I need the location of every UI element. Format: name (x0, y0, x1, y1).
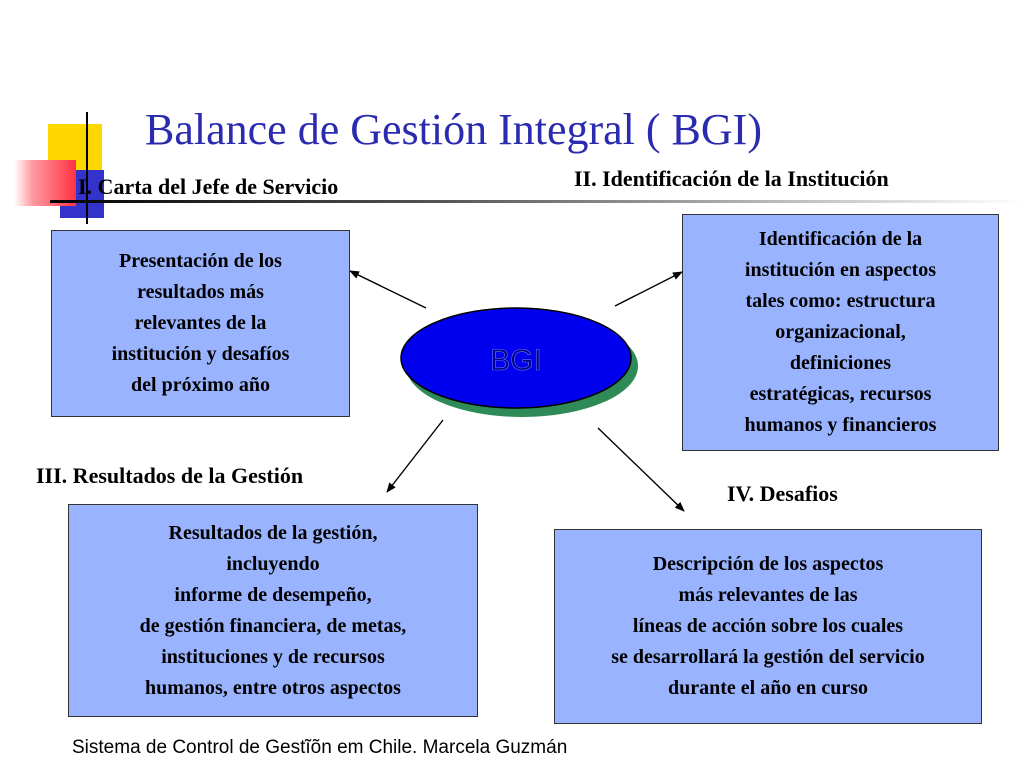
section-heading-4: IV. Desafios (727, 481, 838, 506)
arrow-to-resultados (386, 419, 444, 493)
box-resultados-text: Resultados de la gestión, incluyendo inf… (139, 521, 407, 699)
arrow-to-identificacion (614, 271, 683, 307)
box-desafios: Descripción de los aspectos más relevant… (554, 529, 982, 724)
arrow-to-carta (349, 270, 427, 309)
footer-credit: Sistema de Control de Gestĩõn em Chile. … (72, 737, 568, 758)
deco-horizontal-rule (50, 200, 1024, 203)
section-heading-1: I. Carta del Jefe de Servicio (78, 174, 339, 199)
section-heading-2: II. Identificación de la Institución (574, 166, 889, 191)
bgi-ellipse (400, 307, 632, 409)
box-identificacion-text: Identificación de la institución en aspe… (744, 228, 937, 436)
box-resultados: Resultados de la gestión, incluyendo inf… (68, 504, 478, 717)
deco-red-square (14, 160, 76, 206)
deco-vertical-line (86, 112, 88, 224)
bgi-label: BGI (490, 344, 542, 377)
box-identificacion: Identificación de la institución en aspe… (682, 214, 999, 451)
page-title: Balance de Gestión Integral ( BGI) (145, 105, 762, 154)
arrow-to-desafios (597, 427, 685, 512)
box-carta-jefe-text: Presentación de los resultados más relev… (111, 250, 290, 396)
section-heading-3: III. Resultados de la Gestión (36, 463, 304, 488)
box-desafios-text: Descripción de los aspectos más relevant… (611, 553, 925, 699)
box-carta-jefe: Presentación de los resultados más relev… (51, 230, 350, 417)
